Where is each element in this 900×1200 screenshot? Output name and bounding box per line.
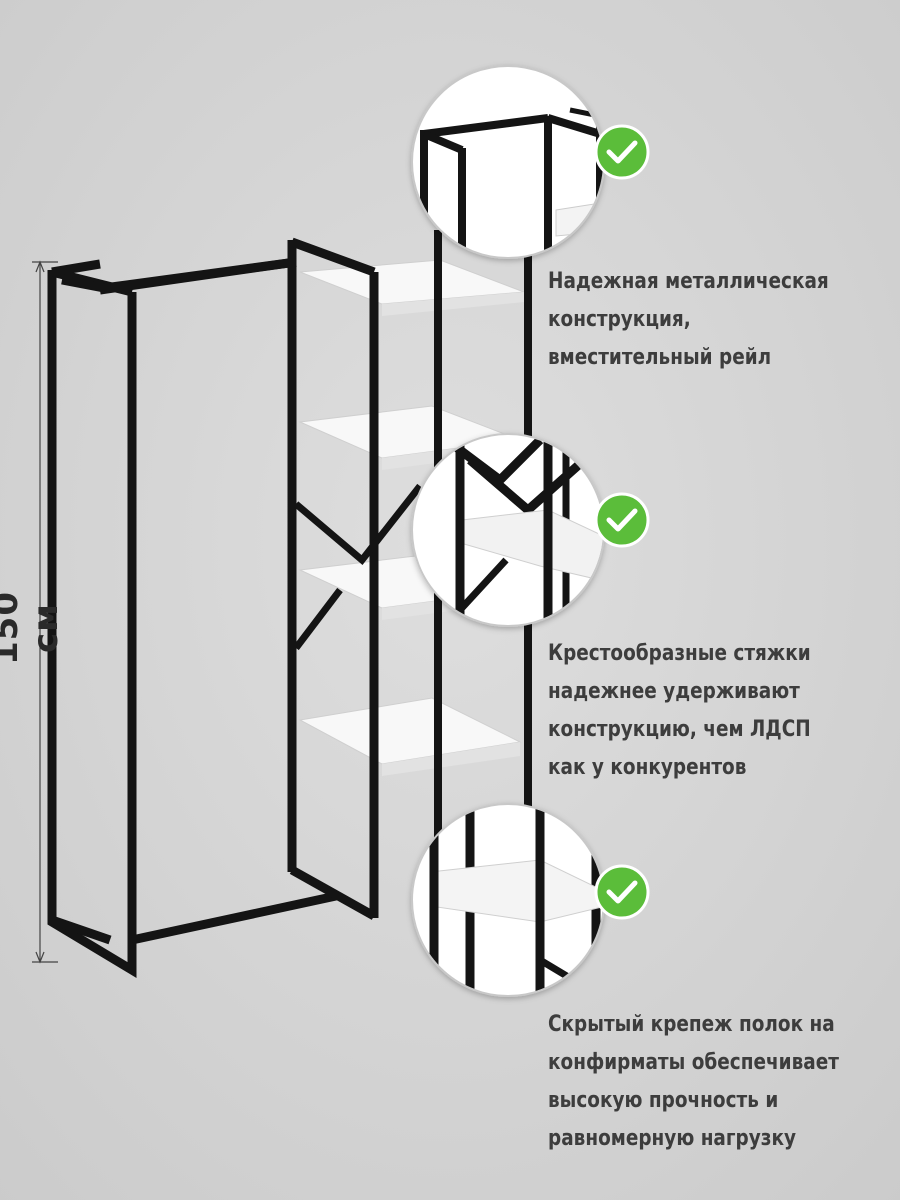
check-circle-icon: [594, 124, 650, 180]
feature-text-3: Скрытый крепеж полок на конфирматы обесп…: [548, 1005, 839, 1157]
feature-text-1: Надежная металлическая конструкция, вмес…: [548, 262, 831, 376]
feature-2-line-4: как у конкурентов: [548, 754, 747, 780]
check-circle-icon: [594, 492, 650, 548]
check-circle-icon: [594, 864, 650, 920]
feature-3-line-4: равномерную нагрузку: [548, 1125, 797, 1151]
zoom-circle-1: [411, 65, 650, 259]
feature-3-line-1: Скрытый крепеж полок на: [548, 1011, 835, 1037]
feature-text-2: Крестообразные стяжки надежнее удерживаю…: [548, 634, 831, 786]
feature-2-line-2: надежнее удерживают: [548, 678, 800, 704]
feature-3-line-3: высокую прочность и: [548, 1087, 779, 1113]
feature-3-line-2: конфирматы обеспечивает: [548, 1049, 839, 1075]
feature-1-line-2: конструкция,: [548, 306, 691, 332]
feature-2-line-1: Крестообразные стяжки: [548, 640, 811, 666]
height-dimension-line: [32, 260, 58, 964]
feature-1-line-3: вместительный рейл: [548, 344, 772, 370]
rack-frame: [47, 230, 532, 978]
height-label: 150 см: [0, 591, 66, 665]
shelf-4: [298, 697, 522, 776]
feature-2-line-3: конструкцию, чем ЛДСП: [548, 716, 811, 742]
feature-1-line-1: Надежная металлическая: [548, 268, 829, 294]
zoom-circle-2: [411, 433, 650, 627]
